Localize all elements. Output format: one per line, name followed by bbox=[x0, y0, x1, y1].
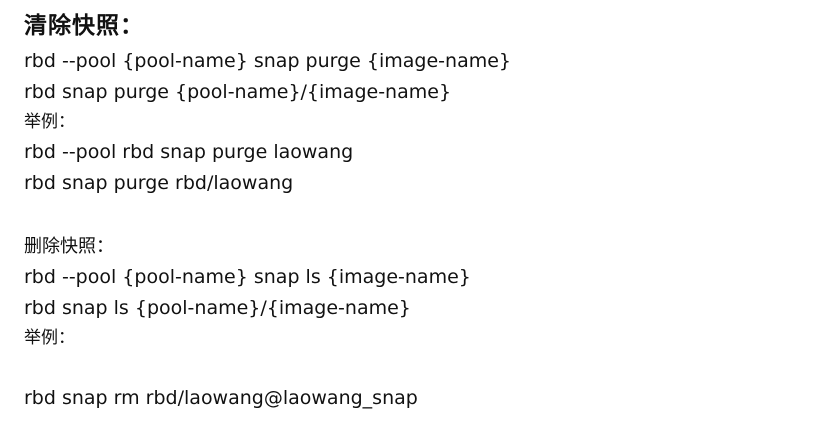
purge-example-pool-line: rbd --pool rbd snap purge laowang bbox=[24, 141, 354, 163]
purge-example-label: 举例： bbox=[24, 112, 75, 132]
ls-syntax-path-line: rbd snap ls {pool-name}/{image-name} bbox=[24, 297, 411, 319]
example-spacer bbox=[24, 353, 824, 383]
purge-snapshot-heading: 清除快照： bbox=[24, 13, 144, 39]
delete-snapshot-heading: 删除快照： bbox=[24, 236, 114, 257]
document-body: 清除快照： rbd --pool {pool-name} snap purge … bbox=[24, 10, 824, 414]
delete-example-label: 举例： bbox=[24, 328, 75, 348]
ls-syntax-pool-line: rbd --pool {pool-name} snap ls {image-na… bbox=[24, 266, 471, 288]
rm-example-line: rbd snap rm rbd/laowang@laowang_snap bbox=[24, 387, 418, 409]
purge-syntax-path-line: rbd snap purge {pool-name}/{image-name} bbox=[24, 81, 452, 103]
section-spacer bbox=[24, 199, 824, 231]
purge-example-path-line: rbd snap purge rbd/laowang bbox=[24, 172, 294, 194]
purge-syntax-pool-line: rbd --pool {pool-name} snap purge {image… bbox=[24, 50, 512, 72]
